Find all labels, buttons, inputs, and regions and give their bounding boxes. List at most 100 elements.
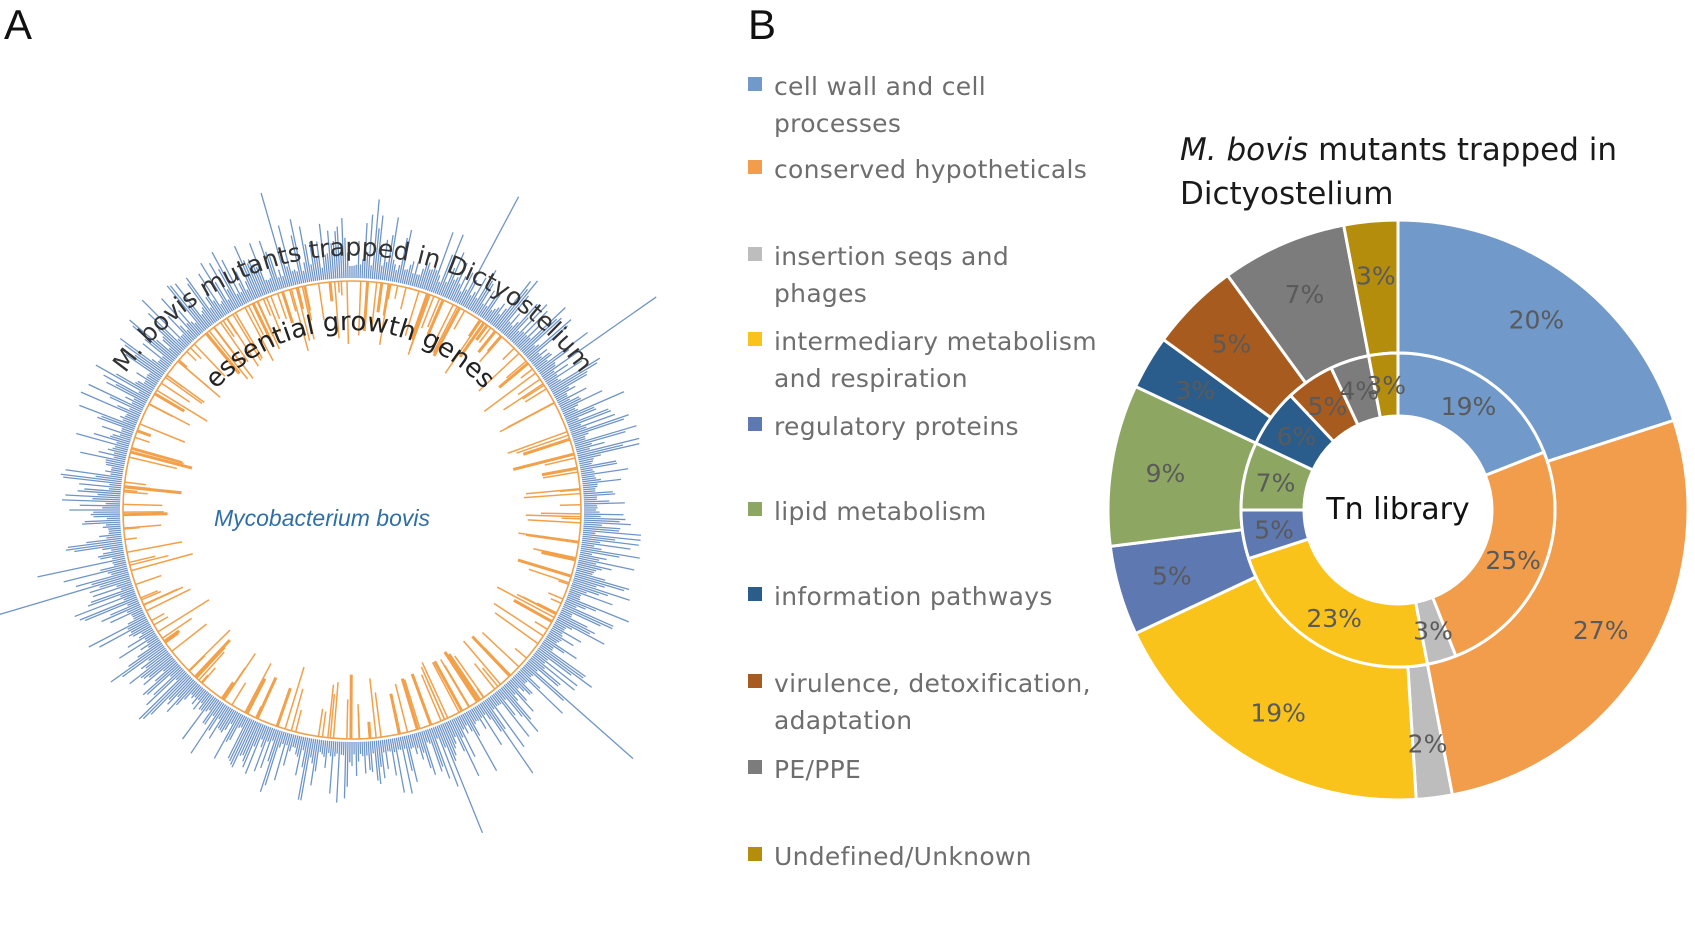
mutant-bar (102, 525, 121, 529)
mutant-bar (577, 443, 640, 459)
mutant-bar (582, 537, 639, 546)
mutant-bar (361, 741, 364, 757)
mutant-bar (566, 408, 597, 422)
mutant-bar (142, 343, 171, 367)
mutant-bar (277, 225, 295, 286)
title-species: M. bovis (1180, 132, 1309, 168)
mutant-bar (365, 252, 369, 279)
mutant-bar (467, 710, 477, 725)
essential-gene-bar (157, 599, 210, 633)
mutant-bar (106, 535, 122, 539)
essential-gene-bar (411, 709, 419, 730)
mutant-bar (492, 308, 507, 327)
mutant-bar (133, 398, 146, 406)
mutant-bar (569, 588, 613, 606)
mutant-bar (491, 694, 500, 706)
mutant-bar (538, 349, 570, 373)
essential-gene-bar (544, 457, 576, 466)
mutant-bar (240, 291, 248, 304)
mutant-bar (156, 339, 178, 359)
essential-gene-bar (244, 663, 272, 713)
donut-slices (1106, 218, 1690, 802)
mutant-bar (411, 733, 419, 755)
mutant-bar (428, 728, 444, 767)
mutant-bar (495, 691, 516, 716)
mutant-bar (211, 251, 242, 307)
mutant-bar (116, 581, 132, 588)
mutant-bar (443, 722, 457, 749)
mutant-bar (525, 344, 540, 357)
mutant-bar (381, 739, 385, 753)
outer-ring-value-label: 20% (1509, 305, 1565, 334)
mutant-bar (177, 679, 195, 698)
mutant-bar (554, 621, 567, 630)
essential-gene-bar (301, 286, 315, 340)
essential-gene-bar (188, 655, 206, 672)
mutant-bar (246, 289, 253, 301)
mutant-bar (575, 571, 606, 581)
inner-ring-value-label: 19% (1441, 392, 1497, 421)
essential-gene-bar (201, 667, 216, 684)
mutant-bar (100, 563, 127, 572)
mutant-bar (580, 462, 618, 471)
essential-gene-bar (270, 295, 281, 320)
mutant-bar (208, 262, 237, 310)
mutant-bar (235, 271, 251, 302)
mutant-bar (565, 600, 586, 610)
mutant-bar (419, 263, 429, 289)
essential-gene-bar (317, 283, 325, 321)
mutant-bar (136, 372, 157, 386)
inner-ring-value-label: 23% (1306, 604, 1362, 633)
essential-gene-bar (333, 281, 340, 339)
mutant-bar (190, 321, 202, 335)
mutant-bar (401, 736, 406, 749)
outer-bar-track (0, 192, 657, 834)
essential-gene-bar (247, 305, 264, 336)
mutant-bar (522, 317, 562, 354)
mutant-bar (549, 357, 601, 390)
mutant-bar (336, 741, 339, 754)
mutant-bar (499, 295, 530, 332)
mutant-bar (548, 378, 562, 388)
mutant-bar (198, 693, 212, 710)
outer-ring-value-label: 3% (1175, 376, 1215, 405)
mutant-bar (436, 254, 454, 295)
mutant-bar (531, 355, 543, 365)
mutant-bar (144, 632, 156, 640)
mutant-bar (574, 573, 630, 591)
mutant-bar (578, 559, 597, 565)
essential-gene-bar (550, 597, 562, 604)
mutant-bar (447, 720, 457, 738)
mutant-bar (514, 310, 548, 345)
mutant-bar (108, 529, 121, 532)
mutant-bar (397, 737, 402, 750)
mutant-bar (460, 714, 468, 726)
mutant-bar (124, 396, 145, 408)
essential-gene-bar (512, 452, 575, 471)
mutant-bar (179, 325, 195, 341)
mutant-bar (479, 703, 492, 720)
mutant-bar (212, 701, 223, 717)
mutant-bar (576, 437, 640, 455)
mutant-bar (423, 269, 431, 290)
essential-gene-bar (357, 712, 361, 739)
essential-gene-bar (443, 651, 479, 703)
mutant-bar (550, 628, 563, 637)
mutant-bar (367, 214, 374, 279)
mutant-bar (123, 349, 163, 378)
mutant-bar (536, 649, 572, 676)
mutant-bar (583, 500, 610, 503)
mutant-bar (582, 531, 596, 535)
mutant-bar (90, 586, 134, 604)
essential-gene-bar (222, 320, 235, 338)
mutant-bar (121, 427, 134, 434)
mutant-bar (357, 741, 360, 762)
legend-swatch (748, 332, 762, 346)
mutant-bar (540, 364, 556, 376)
mutant-bar (180, 335, 190, 345)
mutant-bar (502, 685, 532, 720)
mutant-bar (120, 584, 133, 591)
essential-gene-bar (195, 646, 226, 679)
mutant-bar (190, 685, 202, 699)
mutant-bar (205, 697, 217, 712)
